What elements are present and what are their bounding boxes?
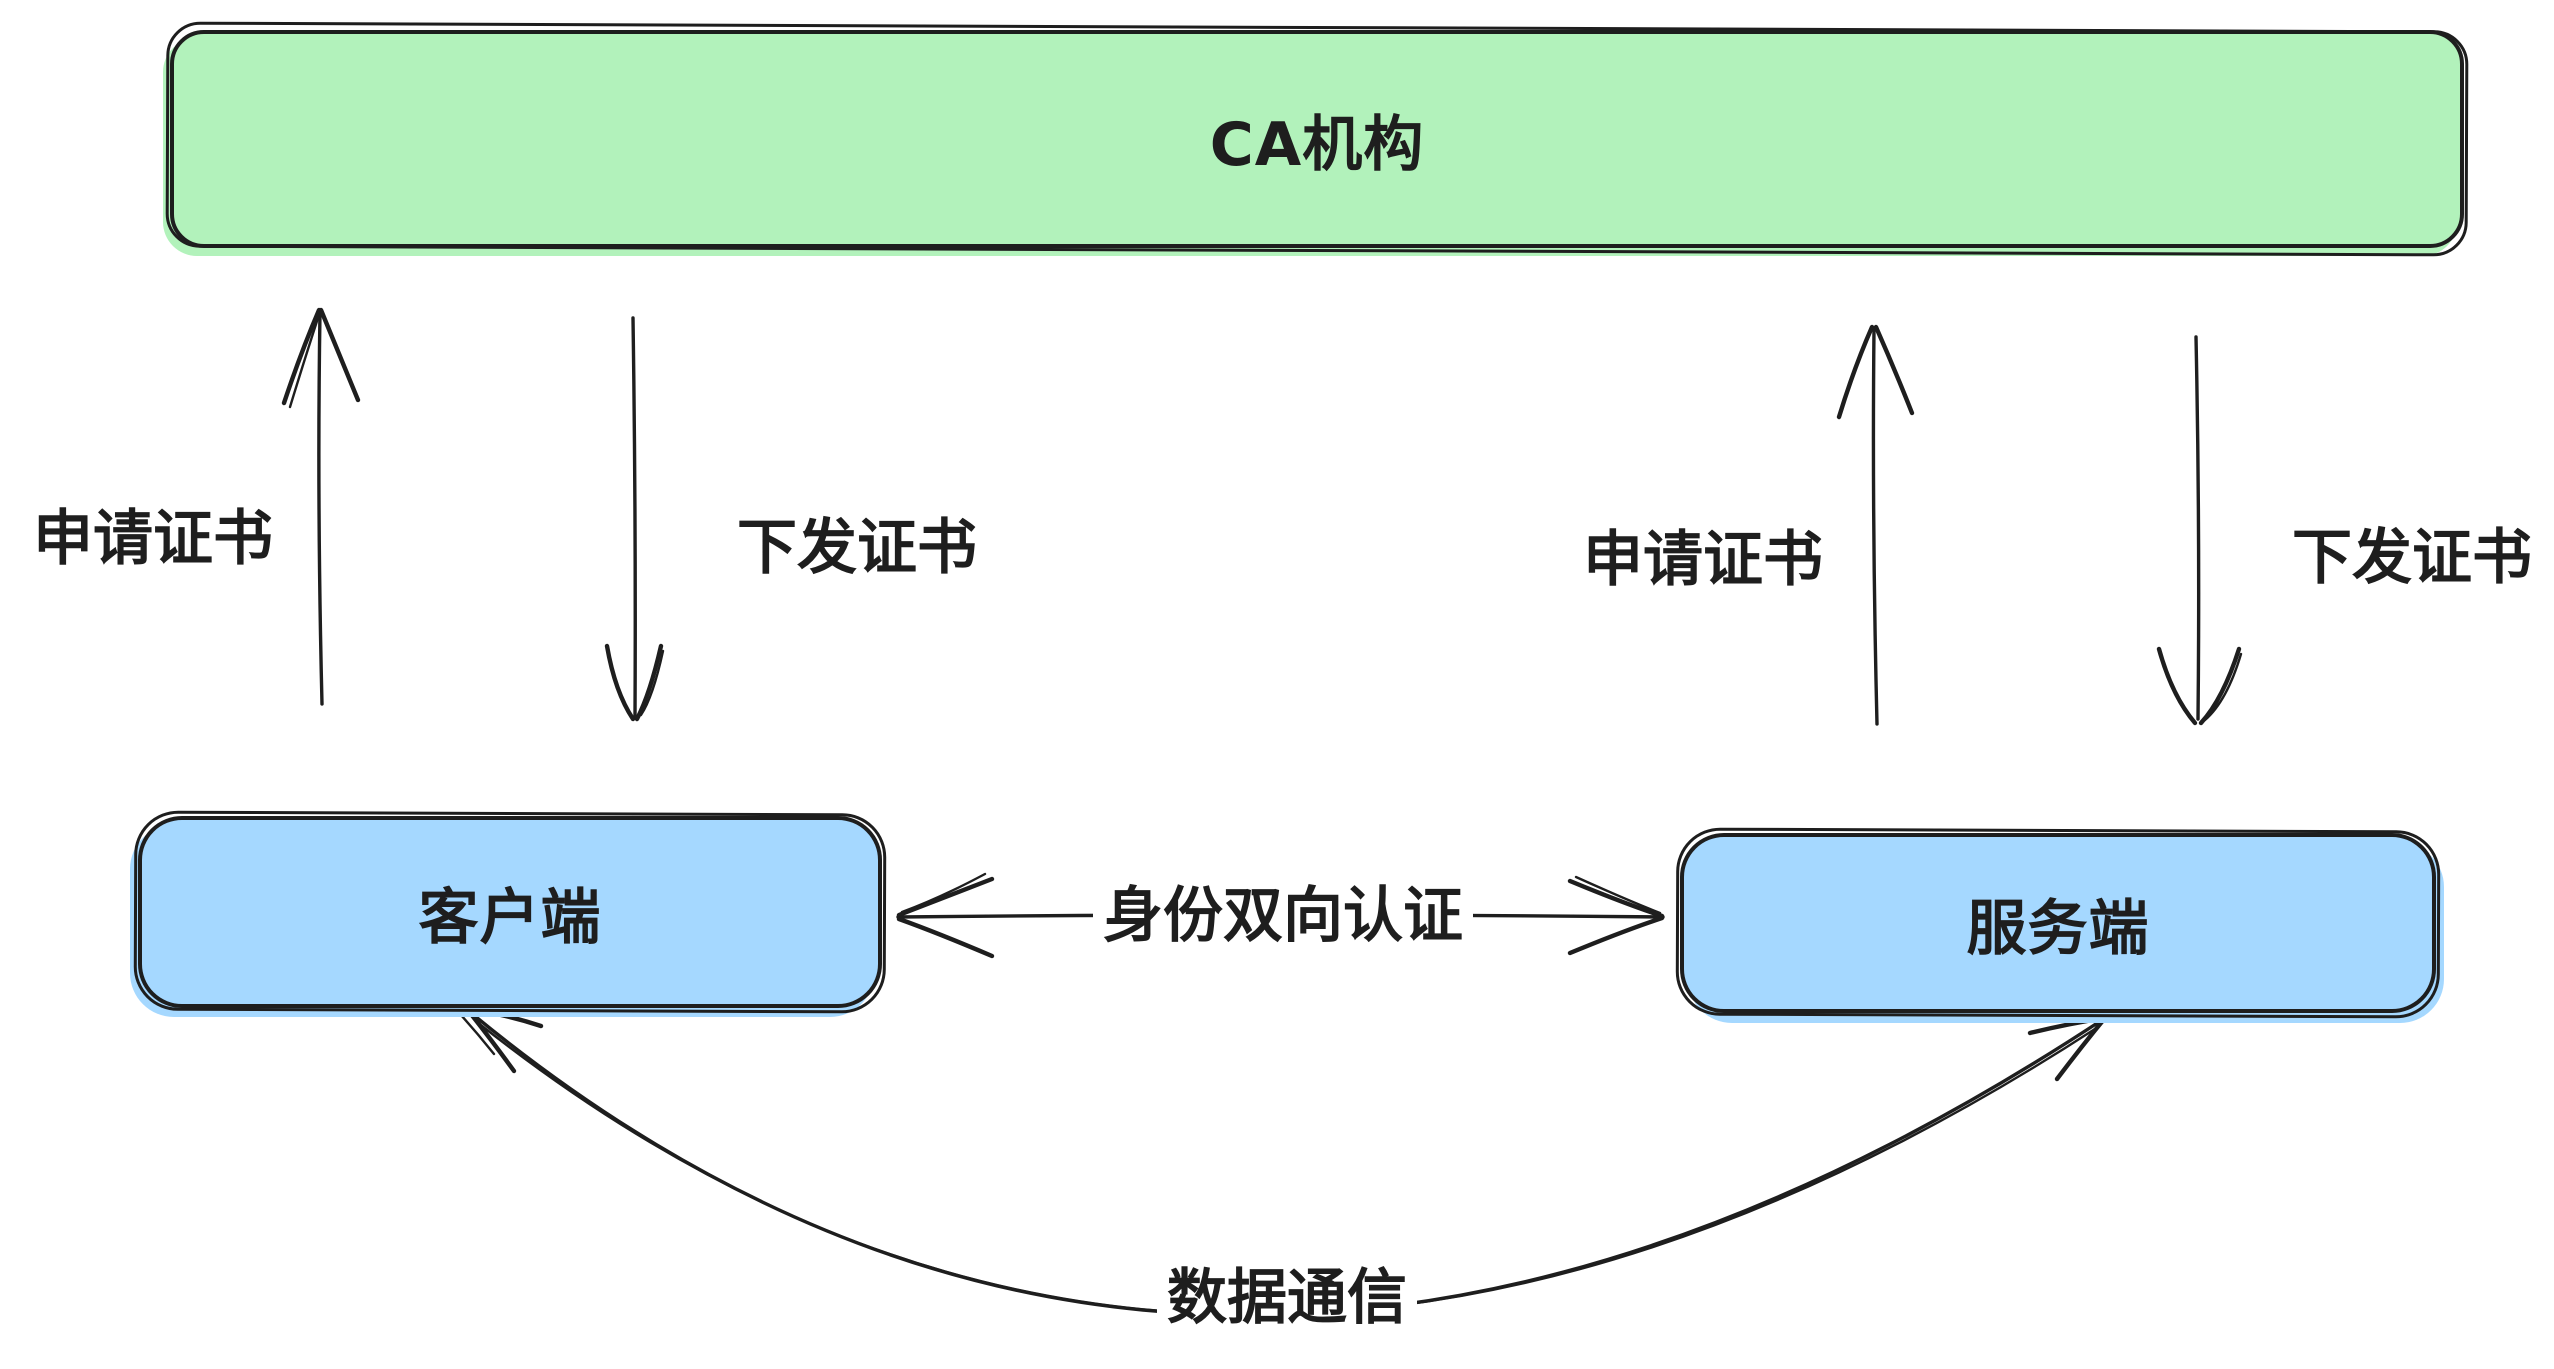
client-apply-arrow-up [281, 307, 361, 706]
server-box: 服务端 [1680, 833, 2436, 1013]
server-issue-arrow-down [2156, 335, 2243, 726]
mutual-auth-label: 身份双向认证 [1093, 882, 1473, 950]
ca-box: CA机构 [170, 30, 2464, 248]
server-apply-arrow-up [1836, 324, 1915, 726]
client-box-label: 客户端 [418, 882, 602, 953]
server-box-label: 服务端 [1966, 893, 2150, 964]
client-box: 客户端 [138, 816, 882, 1008]
client-issue-arrow-down [604, 316, 665, 722]
server-issue-label: 下发证书 [2292, 523, 2532, 593]
client-apply-label: 申请证书 [33, 504, 273, 574]
server-apply-label: 申请证书 [1583, 525, 1823, 595]
client-issue-label: 下发证书 [737, 513, 977, 583]
ca-box-label: CA机构 [1209, 109, 1425, 180]
data-comm-label: 数据通信 [1157, 1264, 1417, 1332]
